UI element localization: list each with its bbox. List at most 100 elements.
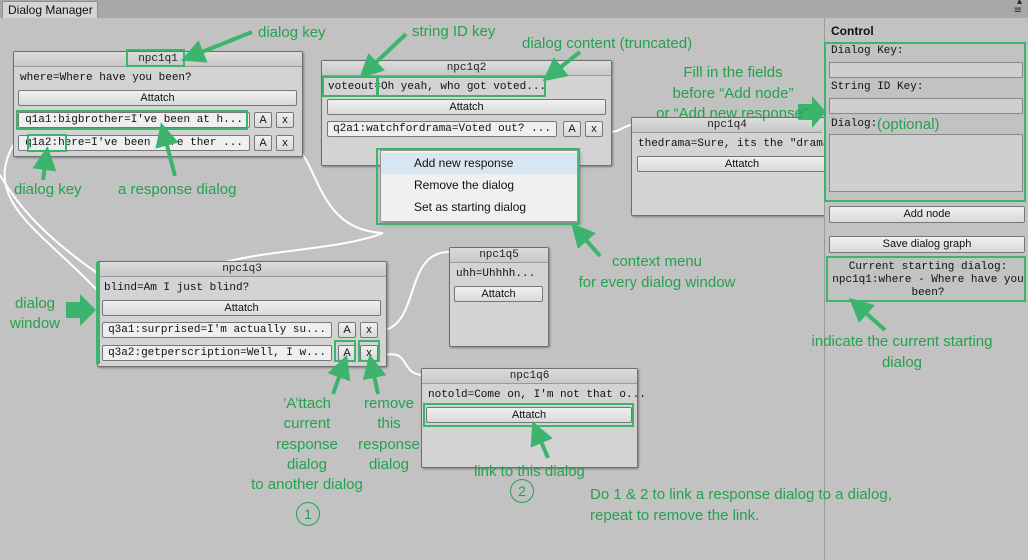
arrow-icon: [542, 50, 582, 82]
annotation-remove-3: response: [358, 436, 420, 453]
attach-response-button[interactable]: A: [254, 112, 272, 128]
response-dialog[interactable]: q1a1:bigbrother=I've been at h...: [18, 112, 250, 128]
attach-button[interactable]: Attatch: [18, 90, 297, 106]
string-id-label: String ID Key:: [831, 81, 924, 93]
annotation-fill-fields-1: Fill in the fields: [683, 64, 783, 81]
response-dialog[interactable]: q2a1:watchfordrama=Voted out? ...: [327, 121, 557, 137]
annotation-remove-4: dialog: [368, 456, 410, 473]
dialog-window-title: npc1q5: [450, 248, 548, 263]
menu-item-add-new-response[interactable]: Add new response: [381, 153, 577, 174]
annotation-remove-1: remove: [363, 395, 415, 412]
annotation-attach-3: response: [276, 436, 338, 453]
wire-q1a1-to-npc1q2: [214, 145, 384, 266]
remove-response-button[interactable]: x: [276, 112, 294, 128]
starting-dialog-value: npc1q1:where - Where have you been?: [832, 274, 1024, 299]
attach-button[interactable]: Attatch: [327, 99, 606, 115]
dialog-window-npc1q5[interactable]: npc1q5 uhh=Uhhhh... Attatch: [449, 247, 549, 347]
attach-button[interactable]: Attatch: [637, 156, 847, 172]
annotation-indicate-1: indicate the current starting: [811, 333, 993, 350]
dialog-text: where=Where have you been?: [20, 72, 192, 84]
attach-response-button[interactable]: A: [338, 322, 356, 338]
annotation-remove-2: this: [377, 415, 401, 432]
add-node-button[interactable]: Add node: [829, 206, 1025, 223]
annotation-dialog-window-1: dialog: [14, 295, 56, 312]
fill-fields-arrow-icon: [798, 96, 826, 128]
annotation-instruction-2: repeat to remove the link.: [590, 507, 760, 524]
menu-item-set-starting-dialog[interactable]: Set as starting dialog: [414, 200, 527, 214]
annotation-attach-1: ’A’ttach: [282, 395, 332, 412]
dialog-window-npc1q4[interactable]: npc1q4 thedrama=Sure, its the "drama Att…: [631, 117, 853, 216]
highlight-starting-dialog: [826, 256, 1026, 302]
dialog-window-title: npc1q1: [14, 52, 302, 67]
wire-q3a2-to-npc1q6: [384, 353, 422, 376]
step-1-badge: 1: [296, 502, 320, 526]
arrow-icon: [530, 420, 553, 459]
dialog-window-npc1q3[interactable]: npc1q3 blind=Am I just blind? Attatch q3…: [97, 261, 387, 367]
starting-dialog-label: Current starting dialog:: [848, 261, 1008, 273]
control-panel: Control Dialog Key: String ID Key: Dialo…: [824, 18, 1028, 560]
annotation-dialog-key-top: dialog key: [258, 24, 326, 41]
annotation-context-menu-2: for every dialog window: [578, 274, 736, 291]
dialog-window-title: npc1q4: [632, 118, 822, 133]
menu-item-remove-dialog[interactable]: Remove the dialog: [414, 178, 515, 192]
dialog-textarea[interactable]: [829, 134, 1023, 192]
highlight-attach-npc1q6: [423, 403, 634, 427]
remove-response-button[interactable]: x: [585, 121, 603, 137]
dialog-text: thedrama=Sure, its the "drama: [638, 138, 830, 150]
dialog-text: blind=Am I just blind?: [104, 282, 250, 294]
string-id-field[interactable]: [829, 98, 1023, 114]
dialog-key-label: Dialog Key:: [831, 45, 904, 57]
response-dialog[interactable]: q3a2:getperscription=Well, I w...: [102, 345, 332, 361]
remove-response-button[interactable]: x: [276, 135, 294, 151]
highlight-dialog-window: [96, 262, 100, 364]
annotation-dialog-content: dialog content (truncated): [522, 35, 693, 52]
dialog-key: voteout=: [328, 81, 381, 93]
annotation-attach-4: dialog: [286, 456, 328, 473]
wire-q1a2-to-npc1q3: [3, 141, 98, 291]
dialog-window-npc1q6[interactable]: npc1q6 notold=Come on, I'm not that o...…: [421, 368, 646, 468]
annotation-dialog-window-2: window: [9, 315, 61, 332]
annotation-instruction-1: Do 1 & 2 to link a response dialog to a …: [590, 486, 892, 503]
annotation-link-to-dialog: link to this dialog: [474, 463, 585, 480]
window-menu-icon[interactable]: ▴≡: [1013, 0, 1022, 16]
window-tab-title[interactable]: Dialog Manager: [2, 1, 98, 18]
arrow-icon: [362, 354, 387, 395]
dialog-window-npc1q1[interactable]: npc1q1 where=Where have you been? Attatc…: [13, 51, 303, 157]
attach-response-button[interactable]: A: [563, 121, 581, 137]
panel-title: Control: [831, 24, 874, 38]
remove-response-button[interactable]: x: [360, 322, 378, 338]
attach-button[interactable]: Attatch: [102, 300, 381, 316]
annotation-response-dialog: a response dialog: [118, 181, 237, 198]
dialog-text: uhh=Uhhhh...: [456, 268, 536, 280]
save-dialog-graph-button[interactable]: Save dialog graph: [829, 236, 1025, 253]
annotation-optional: (optional): [877, 116, 940, 133]
arrow-icon: [327, 354, 351, 395]
annotation-string-id-key: string ID key: [412, 23, 496, 40]
arrow-icon: [571, 222, 602, 258]
dialog-window-title: npc1q6: [422, 369, 637, 384]
response-dialog[interactable]: q1a2:here=I've been here ther ...: [18, 135, 250, 151]
highlight-panel-fields: [824, 42, 1026, 202]
attach-button[interactable]: Attatch: [454, 286, 543, 302]
wire-npc1q3-to-npc1q1: [0, 174, 98, 274]
arrow-icon: [180, 30, 253, 63]
dialog-window-title: npc1q2: [322, 61, 611, 76]
dialog-key-field[interactable]: [829, 62, 1023, 78]
response-dialog[interactable]: q3a1:surprised=I'm actually su...: [102, 322, 332, 338]
wire-q3a1-to-npc1q5: [384, 251, 450, 331]
wire-npc1q2-to-npc1q4: [609, 124, 633, 133]
annotation-fill-fields-2: before “Add node”: [672, 85, 794, 102]
attach-button[interactable]: Attatch: [426, 407, 632, 423]
annotation-dialog-key-bottom: dialog key: [14, 181, 82, 198]
highlight-response-dialog: [16, 110, 248, 130]
highlight-dialog-content: [377, 76, 546, 97]
annotation-indicate-2: dialog: [881, 354, 923, 371]
dialog-text: notold=Come on, I'm not that o...: [428, 389, 646, 401]
attach-response-button[interactable]: A: [254, 135, 272, 151]
highlight-context-menu: [376, 148, 580, 225]
annotation-fill-fields-3: or “Add new response”: [656, 105, 808, 122]
step-2-badge: 2: [510, 479, 534, 503]
annotation-attach-2: current: [283, 415, 331, 432]
